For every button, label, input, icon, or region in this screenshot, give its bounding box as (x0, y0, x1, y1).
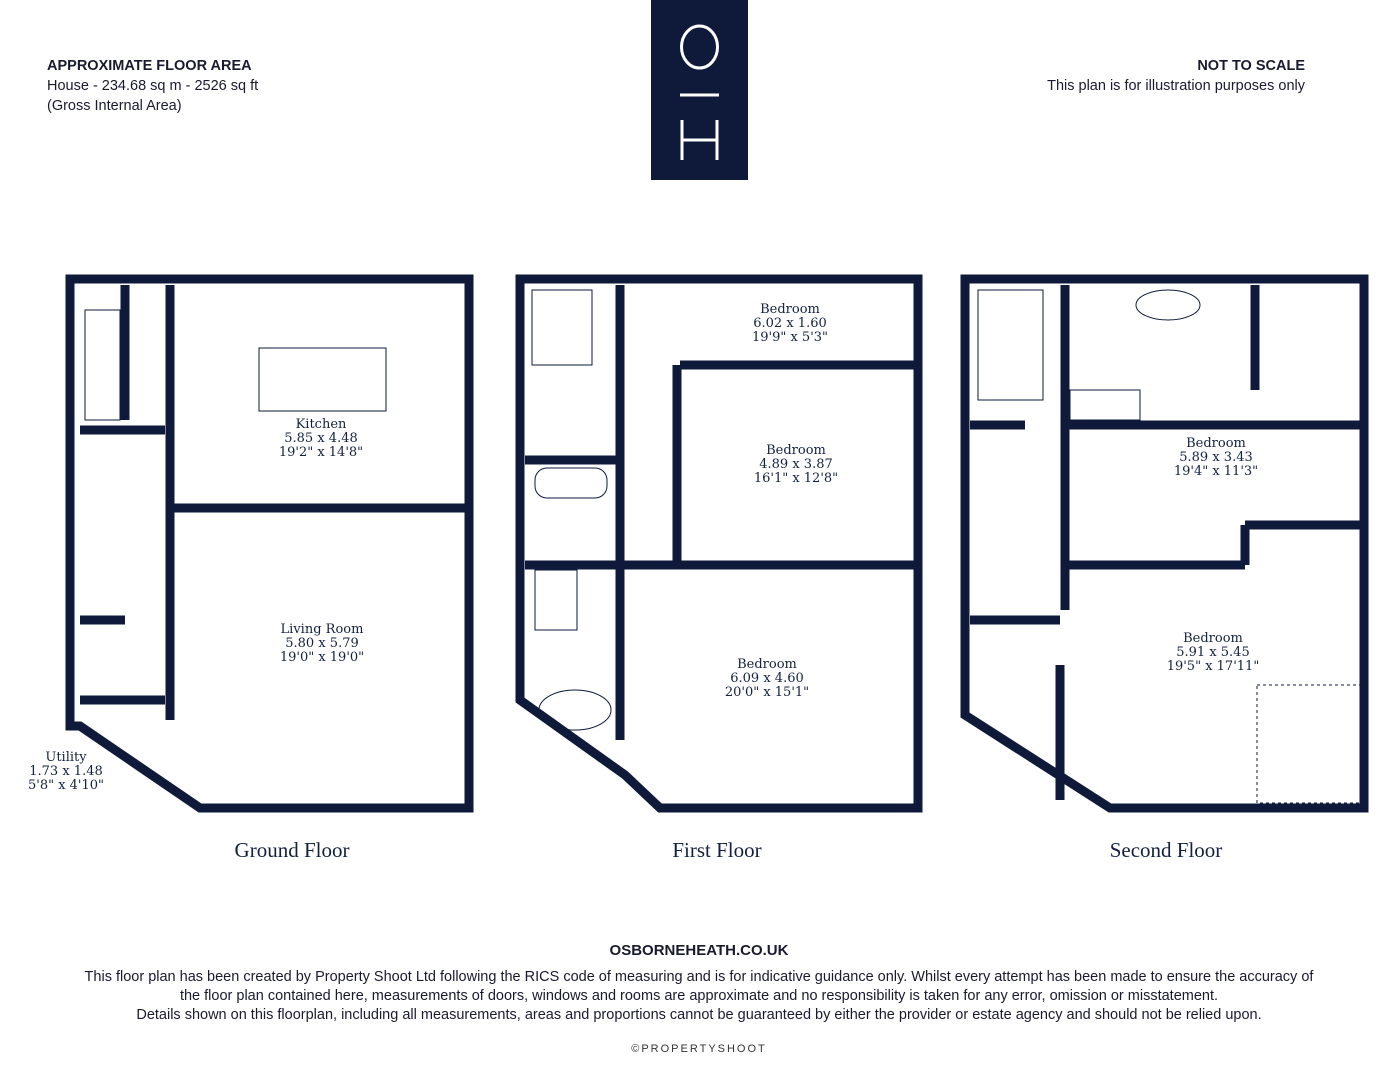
brand-logo (651, 0, 748, 180)
bath-icon (538, 689, 612, 731)
room-label-line: Bedroom (737, 657, 797, 672)
area-value: House - 234.68 sq m - 2526 sq ft (47, 78, 259, 94)
room-label-line: Bedroom (760, 302, 820, 317)
room-label-line: 5'8" x 4'10" (27, 778, 105, 793)
credit-text: ©PROPERTYSHOOT (631, 1043, 767, 1055)
scale-info: NOT TO SCALE This plan is for illustrati… (1047, 56, 1305, 96)
area-title: APPROXIMATE FLOOR AREA (47, 58, 252, 74)
first-floor-outline (515, 274, 923, 813)
stairs-icon (84, 309, 121, 421)
disclaimer-line: Details shown on this floorplan, includi… (136, 1007, 1262, 1023)
room-label-line: Utility (45, 750, 87, 765)
shower-icon (534, 569, 578, 631)
room-label-line: 4.89 x 3.87 (759, 457, 833, 472)
floor-title-first: First Floor (672, 838, 762, 862)
ground-floor-outline (65, 274, 474, 813)
room-label-line: 5.91 x 5.45 (1176, 645, 1250, 660)
room-label-line: Kitchen (295, 417, 347, 432)
room-label-line: 5.89 x 3.43 (1179, 450, 1253, 465)
room-label-line: 16'1" x 12'8" (753, 471, 839, 486)
area-note: (Gross Internal Area) (47, 98, 182, 114)
room-label-line: 6.09 x 4.60 (730, 671, 804, 686)
website-link[interactable]: OSBORNEHEATH.CO.UK (609, 942, 789, 959)
scale-note: This plan is for illustration purposes o… (1047, 78, 1305, 94)
disclaimer-line: This floor plan has been created by Prop… (84, 969, 1314, 985)
stairs-icon (531, 289, 593, 366)
logo-mark (680, 24, 719, 160)
room-label-line: 5.80 x 5.79 (285, 636, 359, 651)
room-label-line: 19'0" x 19'0" (279, 650, 365, 665)
bath-icon (1135, 289, 1201, 321)
room-label-line: 19'4" x 11'3" (1173, 464, 1259, 479)
second-floor-outline (960, 274, 1369, 813)
room-label-line: Bedroom (766, 443, 826, 458)
shower-icon (1069, 389, 1141, 421)
room-label-line: 5.85 x 4.48 (284, 431, 358, 446)
scale-title: NOT TO SCALE (1197, 58, 1305, 74)
wardrobe-area (1256, 684, 1361, 804)
floor-title-ground: Ground Floor (234, 838, 350, 862)
room-label-line: Bedroom (1186, 436, 1246, 451)
room-label-line: 19'2" x 14'8" (278, 445, 364, 460)
floor-area-info: APPROXIMATE FLOOR AREA House - 234.68 sq… (47, 56, 258, 116)
room-label-line: 20'0" x 15'1" (724, 685, 810, 700)
room-label-line: Living Room (280, 622, 364, 637)
bath-icon (534, 467, 608, 499)
room-label-line: 1.73 x 1.48 (29, 764, 103, 779)
kitchen-island (258, 347, 387, 412)
room-label-line: Bedroom (1183, 631, 1243, 646)
disclaimer-line: the floor plan contained here, measureme… (179, 988, 1219, 1004)
room-label-line: 6.02 x 1.60 (753, 316, 827, 331)
stairs-icon (977, 289, 1044, 401)
room-label-line: 19'5" x 17'11" (1166, 659, 1260, 674)
floor-title-second: Second Floor (1109, 838, 1223, 862)
room-label-line: 19'9" x 5'3" (751, 330, 829, 345)
